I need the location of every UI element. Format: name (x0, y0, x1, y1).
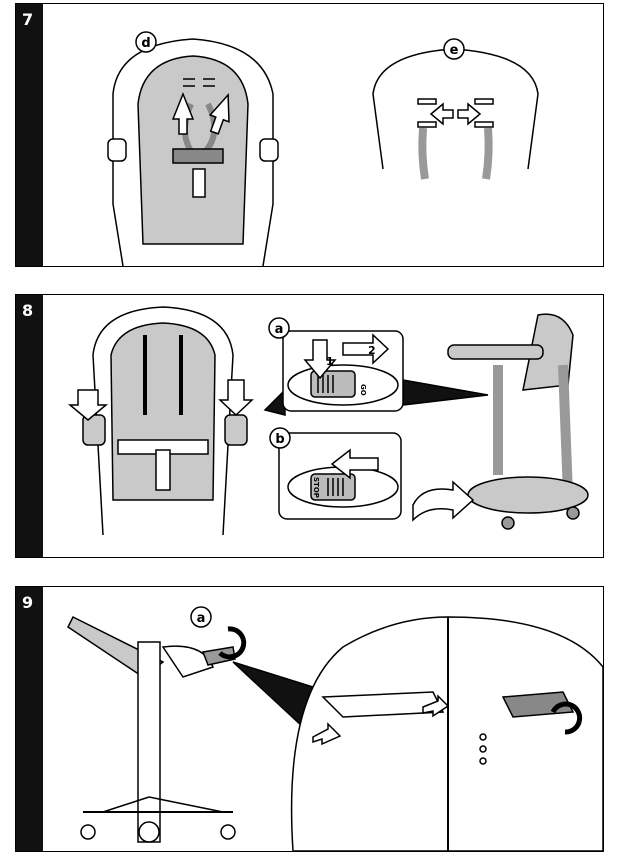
step-number-strip: 7 (16, 4, 43, 266)
step-number-strip: 8 (16, 295, 43, 557)
label-d: d (141, 36, 150, 51)
step-9-panel: 9 a (15, 586, 604, 852)
arrow-2-label: 2 (368, 344, 376, 357)
stop-label: STOP (312, 477, 320, 498)
step-9-illustration: a (67, 606, 603, 851)
step-8-illustration: 1 2 GO a STOP b (67, 306, 589, 536)
step-7-illustration: d e (107, 31, 539, 266)
go-label: GO (359, 384, 367, 396)
label-a: a (275, 322, 284, 337)
step-number: 8 (22, 301, 34, 320)
label-a: a (197, 611, 206, 626)
label-e: e (450, 43, 459, 58)
arrow-1-label: 1 (326, 355, 334, 368)
step-8-panel: 8 1 2 GO a STOP b (15, 294, 604, 558)
label-b: b (275, 432, 284, 447)
step-number: 7 (22, 10, 34, 29)
step-7-panel: 7 d e (15, 3, 604, 267)
step-number: 9 (22, 593, 34, 612)
step-number-strip: 9 (16, 587, 43, 851)
